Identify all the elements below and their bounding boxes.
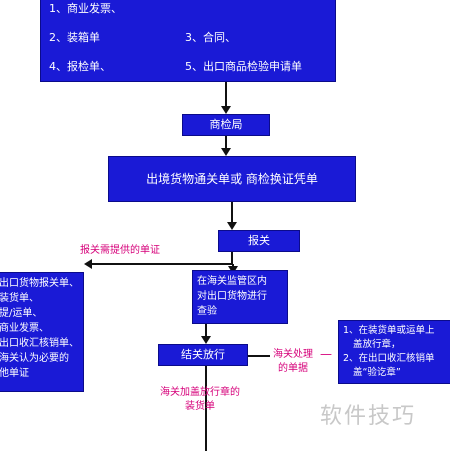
connector-line	[231, 252, 233, 264]
customs-declaration-label: 报关	[248, 234, 270, 247]
handled-doc-line: 盖放行章，	[353, 339, 401, 350]
customs-handling-line: 的单据	[278, 363, 308, 374]
doc-item-3: 3、合同、	[185, 31, 236, 44]
clearance-release-box: 结关放行	[158, 344, 248, 366]
doc-item-1: 1、商业发票、	[49, 2, 122, 15]
stamped-loading-line: 装货单	[185, 401, 215, 412]
stamped-loading-line: 海关加盖放行章的	[160, 387, 240, 398]
arrow-head	[221, 148, 231, 156]
watermark-text: 软件技巧	[320, 404, 417, 429]
clearance-certificate-label: 出境货物通关单或 商检换证凭单	[146, 172, 318, 186]
declaration-doc-item: 装货单、	[0, 293, 39, 304]
declaration-doc-item: 出口收汇核销单、	[0, 338, 79, 349]
customs-handling-note: 海关处理 的单据	[273, 348, 313, 376]
clearance-release-label: 结关放行	[181, 348, 225, 361]
required-documents-box: 1、商业发票、 2、装箱单 3、合同、 4、报检单、 5、出口商品检验申请单	[40, 0, 336, 82]
connector-line	[205, 324, 207, 338]
declaration-doc-item: 商业发票、	[0, 323, 49, 334]
customs-declaration-box: 报关	[218, 230, 300, 252]
inspection-bureau-label: 商检局	[209, 118, 243, 131]
clearance-certificate-box: 出境货物通关单或 商检换证凭单	[108, 156, 356, 202]
doc-item-5: 5、出口商品检验申请单	[185, 60, 302, 73]
declaration-doc-item: 他单证	[0, 368, 29, 379]
customs-handling-line: 海关处理	[273, 349, 313, 360]
connector-line	[205, 366, 207, 451]
connector-line	[248, 355, 270, 357]
inspection-line: 查验	[197, 306, 217, 317]
declaration-doc-item: 提/运单、	[0, 308, 43, 319]
declaration-doc-item: 出口货物报关单、	[0, 278, 79, 289]
customs-handled-documents-box: 1、在装货单或运单上 盖放行章， 2、在出口收汇核销单 盖“验讫章”	[338, 320, 450, 384]
inspection-bureau-box: 商检局	[182, 114, 270, 136]
declaration-documents-box: 出口货物报关单、 装货单、 提/运单、 商业发票、 出口收汇核销单、 海关认为必…	[0, 272, 84, 392]
connector-line	[231, 202, 233, 224]
connector-line	[225, 136, 227, 150]
handled-doc-line: 1、在装货单或运单上	[343, 325, 435, 336]
doc-item-2: 2、装箱单	[49, 31, 100, 44]
handled-doc-line: 盖“验讫章”	[353, 367, 401, 378]
customs-inspection-box: 在海关监管区内 对出口货物进行 查验	[192, 270, 288, 324]
arrow-head	[84, 259, 92, 269]
arrow-head	[227, 222, 237, 230]
inspection-line: 在海关监管区内	[197, 276, 267, 287]
arrow-head	[221, 106, 231, 114]
branch-line	[90, 263, 233, 265]
inspection-line: 对出口货物进行	[197, 291, 267, 302]
doc-item-4: 4、报检单、	[49, 60, 111, 73]
stamped-loading-note: 海关加盖放行章的 装货单	[160, 386, 240, 414]
declaration-doc-item: 海关认为必要的	[0, 353, 69, 364]
dash-connector: —	[320, 347, 332, 361]
declaration-docs-note: 报关需提供的单证	[80, 245, 160, 256]
connector-line	[225, 82, 227, 110]
arrow-head	[201, 336, 211, 344]
handled-doc-line: 2、在出口收汇核销单	[343, 353, 435, 364]
